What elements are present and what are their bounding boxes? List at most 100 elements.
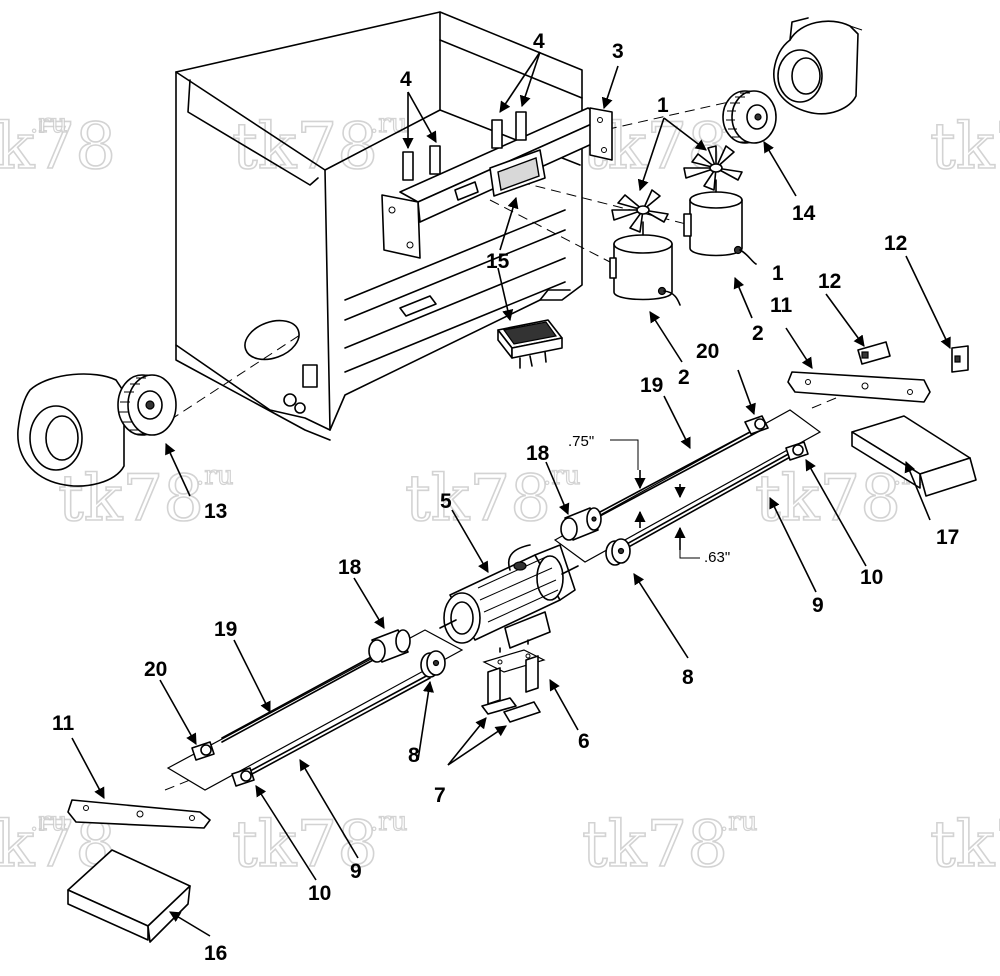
drive-motor-5 xyxy=(439,544,579,649)
support-arm-11-right xyxy=(787,371,931,403)
svg-text:tk78: tk78 xyxy=(0,110,116,184)
callout-9-shaft-left: 9 xyxy=(350,860,362,883)
callout-1-fan-right: 1 xyxy=(772,262,784,285)
bracket-tab xyxy=(515,111,527,141)
callout-7-shims: 7 xyxy=(434,784,446,807)
fan-blade-left xyxy=(611,189,669,233)
watermark: tk78 .ru xyxy=(581,806,758,882)
callout-2-motor-left: 2 xyxy=(678,366,690,389)
fan-blade-right xyxy=(683,145,743,191)
svg-text:.ru: .ru xyxy=(370,109,407,139)
fan-motor-left xyxy=(609,221,681,306)
support-arm-11-left xyxy=(67,799,211,829)
watermark: tk78 .ru xyxy=(57,460,234,536)
callout-12-clip-small: 12 xyxy=(818,270,841,293)
callout-17-channel: 17 xyxy=(936,526,959,549)
callout-4-tabs-right: 4 xyxy=(533,30,545,53)
callout-14-blower-wheel: 14 xyxy=(792,202,816,225)
watermark: tk78 .ru xyxy=(404,460,581,536)
callout-20-bearing-left: 20 xyxy=(144,658,167,681)
bearing-10-left xyxy=(231,767,255,787)
callout-10-bearing-right: 10 xyxy=(860,566,883,589)
svg-text:tk78: tk78 xyxy=(405,462,551,536)
channel-17 xyxy=(851,415,977,497)
callout-1-fan: 1 xyxy=(657,94,669,117)
motor-mount-6 xyxy=(482,639,546,705)
bearing-20-right xyxy=(744,415,769,435)
callout-11-arm-left: 11 xyxy=(52,712,75,735)
shim-7 xyxy=(481,697,541,723)
fan-motor-right xyxy=(683,179,757,265)
right-shaft-assembly xyxy=(553,409,822,566)
callout-5-drive-motor: 5 xyxy=(440,490,452,513)
dimension-labels: .75" .63" xyxy=(568,433,730,566)
svg-text:tk78: tk78 xyxy=(58,462,204,536)
callout-13-blower-wheel: 13 xyxy=(204,500,227,523)
svg-text:.ru: .ru xyxy=(30,807,67,837)
evaporator-housing xyxy=(175,11,583,441)
callout-11-arm-right: 11 xyxy=(770,294,793,317)
svg-text:.ru: .ru xyxy=(543,461,580,491)
shaft-9-left xyxy=(251,673,431,771)
leader-lines xyxy=(71,51,951,937)
svg-text:tk78: tk78 xyxy=(930,110,1000,184)
bearing-8-right xyxy=(605,538,631,566)
callout-10-bearing-left: 10 xyxy=(308,882,331,905)
watermark: tk78 .ru xyxy=(0,108,117,184)
watermark: tk78 xyxy=(929,807,1000,883)
watermark: tk78 .ru xyxy=(231,108,408,184)
watermark: tk78 xyxy=(929,109,1000,185)
watermark: tk78 .ru xyxy=(231,806,408,882)
svg-text:.ru: .ru xyxy=(196,461,233,491)
callout-3-bracket: 3 xyxy=(612,40,624,63)
control-module-15 xyxy=(497,319,563,369)
bracket-tab xyxy=(429,145,441,175)
callout-4-tabs-left: 4 xyxy=(400,68,412,91)
callout-16-channel: 16 xyxy=(204,942,227,965)
blower-housing-left xyxy=(17,373,125,487)
shaft-19-left xyxy=(221,654,376,739)
callout-18-coupling-left: 18 xyxy=(338,556,362,579)
svg-text:tk78: tk78 xyxy=(930,808,1000,882)
callout-20-bearing-right: 20 xyxy=(696,340,719,363)
svg-text:tk78: tk78 xyxy=(232,808,378,882)
callout-12-clip-end: 12 xyxy=(884,232,907,255)
callout-15-control-module: 15 xyxy=(486,250,510,273)
svg-text:tk78: tk78 xyxy=(232,110,378,184)
clip-12-end xyxy=(951,345,969,373)
dimension-upper-rod: .75" xyxy=(568,433,594,450)
svg-text:.ru: .ru xyxy=(370,807,407,837)
reference-plane-left xyxy=(166,629,464,791)
shaft-9-right xyxy=(624,451,793,546)
blower-housing-right xyxy=(773,17,863,115)
bracket-tab xyxy=(491,119,503,149)
clip-12-small xyxy=(857,341,891,365)
svg-text:.ru: .ru xyxy=(720,807,757,837)
coupling-18-right xyxy=(560,507,602,541)
watermark-layer: tk78 .ru tk78 .ru tk78 .ru tk78 tk78 .ru… xyxy=(0,108,1000,883)
blower-wheel-13 xyxy=(117,374,177,436)
dimension-lower-rod: .63" xyxy=(704,549,730,566)
svg-text:.ru: .ru xyxy=(30,109,67,139)
blower-wheel-14 xyxy=(722,90,777,144)
callout-18-coupling-right: 18 xyxy=(526,442,550,465)
callout-6-motor-mount: 6 xyxy=(578,730,590,753)
left-shaft-assembly xyxy=(166,629,464,791)
callout-labels: 1 1 2 2 3 4 4 5 6 7 8 8 9 9 10 10 11 11 … xyxy=(52,30,959,965)
mounting-bracket-assembly xyxy=(381,107,613,259)
bearing-20-left xyxy=(191,741,215,761)
channel-16 xyxy=(67,849,191,943)
callout-2-motor-right: 2 xyxy=(752,322,764,345)
callout-8-bearing-left: 8 xyxy=(408,744,420,767)
callout-8-bearing-right: 8 xyxy=(682,666,694,689)
bracket-tab xyxy=(402,151,414,181)
coupling-18-left xyxy=(368,629,411,663)
svg-text:tk78: tk78 xyxy=(582,808,728,882)
callout-19-shaft-right: 19 xyxy=(640,374,663,397)
callout-19-shaft-left: 19 xyxy=(214,618,237,641)
bearing-10-right xyxy=(785,441,809,461)
callout-9-shaft-right: 9 xyxy=(812,594,824,617)
shaft-19-right xyxy=(599,423,766,513)
